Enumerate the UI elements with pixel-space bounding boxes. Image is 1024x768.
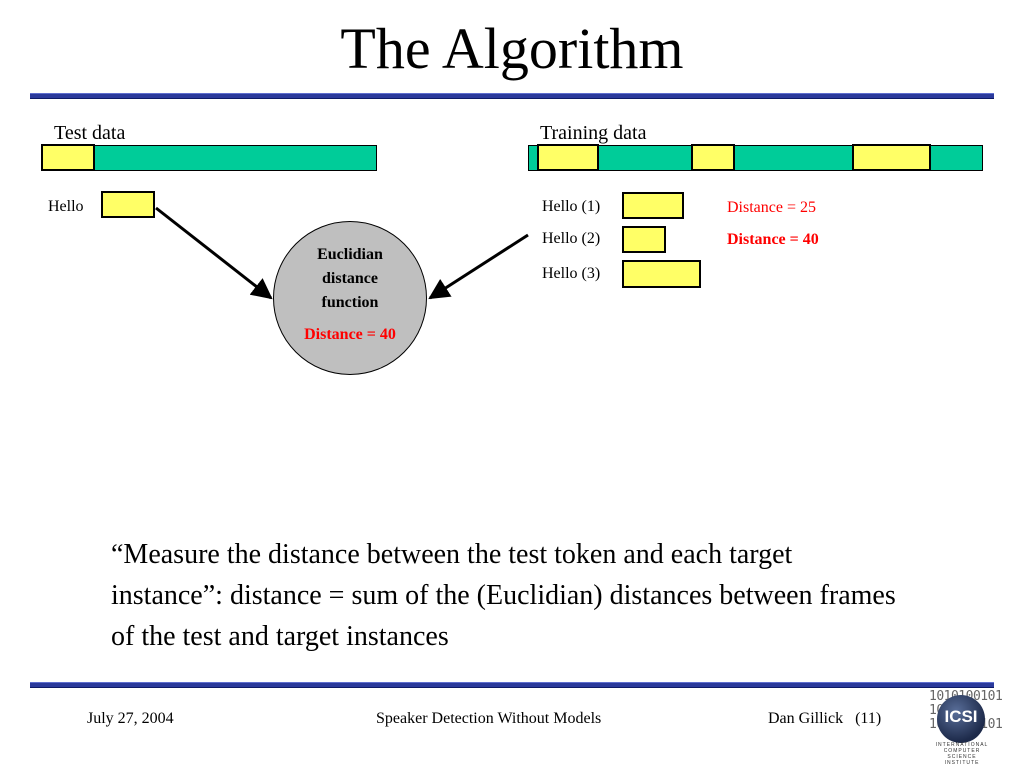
bottom-divider <box>30 682 994 688</box>
logo-caption: INTERNATIONAL COMPUTER SCIENCE INSTITUTE <box>935 742 989 766</box>
training-segment-3 <box>852 144 931 171</box>
slide-title: The Algorithm <box>340 16 684 81</box>
logo-disc <box>937 695 985 743</box>
logo-text: ICSI <box>944 707 978 726</box>
function-result: Distance = 40 <box>304 326 396 343</box>
training-instance-label: Hello (2) <box>542 230 601 247</box>
arrow-test-to-function <box>155 206 273 300</box>
training-instance-frame <box>622 226 666 253</box>
training-instance-label: Hello (1) <box>542 198 601 215</box>
training-data-header: Training data <box>540 122 647 144</box>
test-token-segment <box>41 144 95 171</box>
training-instance-frame <box>622 260 701 288</box>
distance-note-second: Distance = 40 <box>727 231 819 248</box>
training-instance-frame <box>622 192 684 219</box>
footer-talk-title: Speaker Detection Without Models <box>376 710 602 727</box>
distance-function-node <box>273 221 427 375</box>
training-segment-1 <box>537 144 599 171</box>
distance-note-first: Distance = 25 <box>727 199 816 216</box>
arrow-training-to-function <box>428 233 529 300</box>
test-data-stripe <box>41 145 377 171</box>
function-name-line: function <box>321 294 379 311</box>
test-data-header: Test data <box>54 122 126 144</box>
top-divider <box>30 93 994 99</box>
training-instance-label: Hello (3) <box>542 265 601 282</box>
test-token-frame <box>101 191 155 218</box>
function-name-line: Euclidian <box>317 246 383 263</box>
footer-author-page: Dan Gillick (11) <box>768 710 882 727</box>
footer-date: July 27, 2004 <box>87 710 174 727</box>
test-token-label: Hello <box>48 198 84 215</box>
icsi-logo: 1010100101 10 1010100101 ICSI INTERNATIO… <box>929 690 1003 767</box>
definition-quote: “Measure the distance between the test t… <box>111 539 896 652</box>
training-segment-2 <box>691 144 735 171</box>
function-name-line: distance <box>322 270 378 287</box>
